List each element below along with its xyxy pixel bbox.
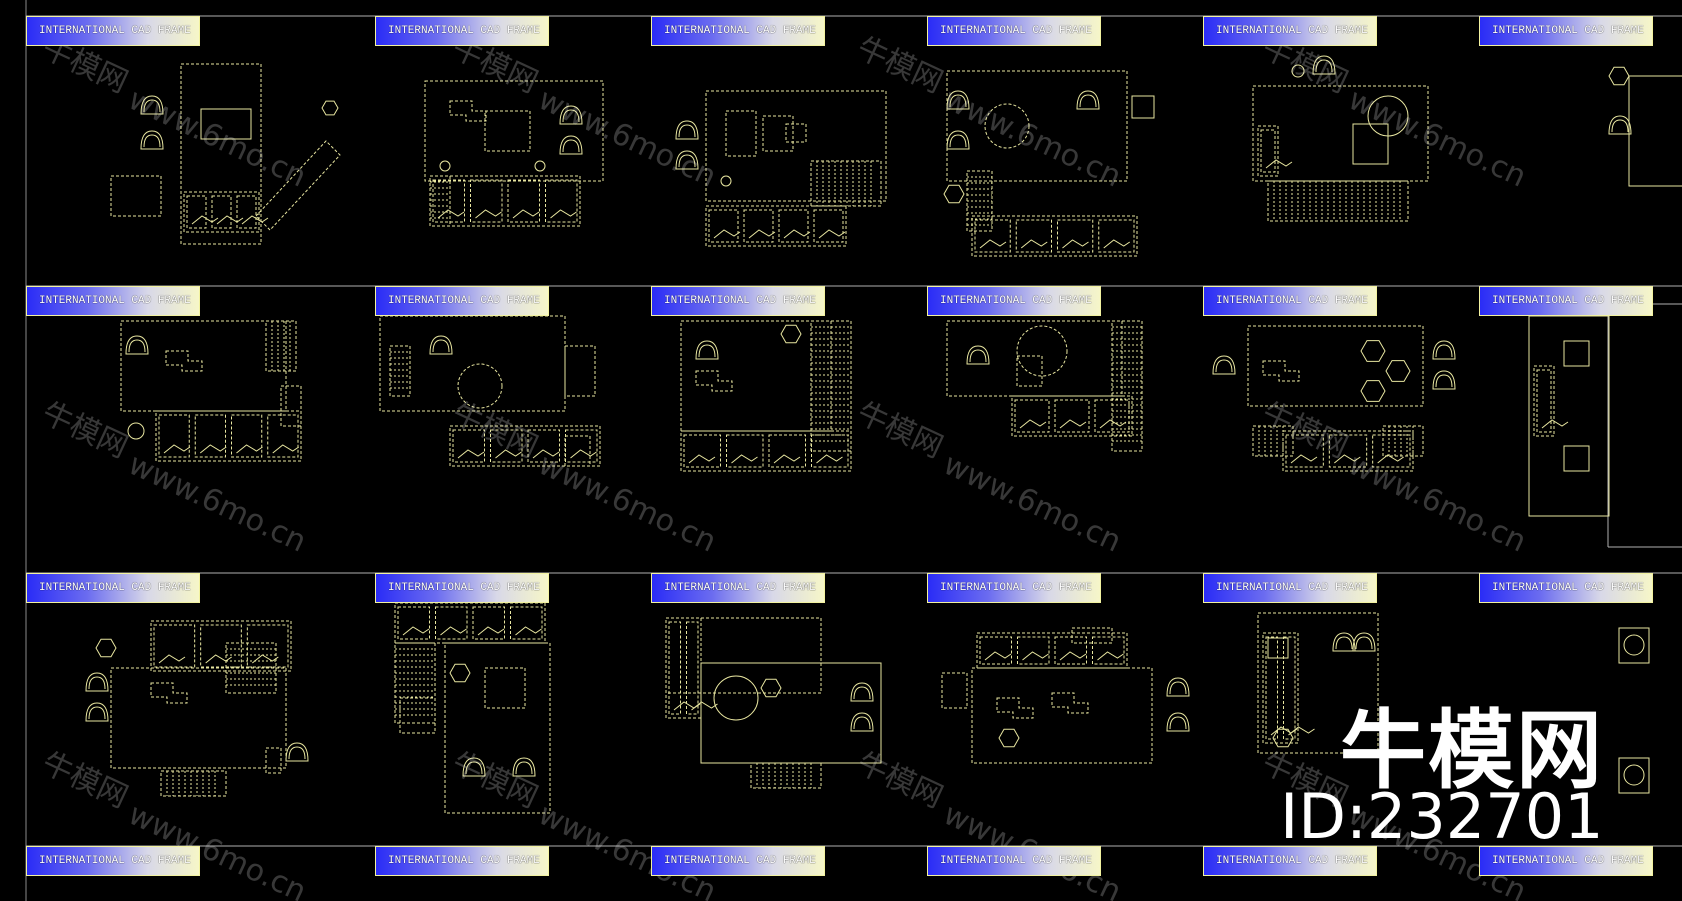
cad-frame-label: INTERNATIONAL CAD FRAME bbox=[375, 286, 549, 316]
cad-frame-label: INTERNATIONAL CAD FRAME bbox=[26, 286, 200, 316]
cad-frame-label: INTERNATIONAL CAD FRAME bbox=[1203, 16, 1377, 46]
watermark-url: www.6mo.cn bbox=[533, 447, 721, 560]
cad-frame-label: INTERNATIONAL CAD FRAME bbox=[1479, 846, 1653, 876]
floor-plan bbox=[1608, 66, 1682, 187]
cad-frame-label: INTERNATIONAL CAD FRAME bbox=[1203, 846, 1377, 876]
cad-frame-label: INTERNATIONAL CAD FRAME bbox=[1479, 573, 1653, 603]
cad-frame-label: INTERNATIONAL CAD FRAME bbox=[927, 846, 1101, 876]
floor-plan bbox=[941, 627, 1190, 764]
cad-frame-label: INTERNATIONAL CAD FRAME bbox=[927, 286, 1101, 316]
watermark-url: www.6mo.cn bbox=[533, 82, 721, 195]
cad-frame-label: INTERNATIONAL CAD FRAME bbox=[26, 573, 200, 603]
watermark-text: 牛模网 bbox=[852, 396, 948, 466]
diagonal-watermarks: 牛模网www.6mo.cn牛模网www.6mo.cn牛模网www.6mo.cn牛… bbox=[37, 31, 1532, 901]
cad-frame-label: INTERNATIONAL CAD FRAME bbox=[1479, 286, 1653, 316]
cad-frame-label: INTERNATIONAL CAD FRAME bbox=[375, 846, 549, 876]
cad-frame-label: INTERNATIONAL CAD FRAME bbox=[375, 16, 549, 46]
watermark-text: 牛模网 bbox=[852, 746, 948, 816]
floor-plan bbox=[1528, 315, 1610, 517]
cad-frame-label: INTERNATIONAL CAD FRAME bbox=[1203, 573, 1377, 603]
watermark-text: 牛模网 bbox=[37, 396, 133, 466]
cad-frame-label: INTERNATIONAL CAD FRAME bbox=[651, 846, 825, 876]
floor-plan bbox=[1618, 627, 1650, 794]
floor-plan bbox=[1252, 55, 1429, 222]
watermark-url: www.6mo.cn bbox=[123, 447, 311, 560]
floor-plan bbox=[394, 602, 551, 814]
floor-plan bbox=[1212, 325, 1456, 472]
cad-frame-label: INTERNATIONAL CAD FRAME bbox=[651, 16, 825, 46]
floor-plan-drawings bbox=[85, 55, 1682, 814]
floor-plan bbox=[675, 90, 887, 247]
watermark-brand-large: 牛模网 bbox=[1340, 701, 1604, 801]
floor-plan bbox=[120, 320, 302, 462]
watermark-url: www.6mo.cn bbox=[1343, 82, 1531, 195]
watermark-text: 牛模网 bbox=[447, 396, 543, 466]
watermark-text: 牛模网 bbox=[447, 746, 543, 816]
cad-frame-label: INTERNATIONAL CAD FRAME bbox=[375, 573, 549, 603]
cad-frame-label: INTERNATIONAL CAD FRAME bbox=[927, 16, 1101, 46]
cad-frame-label: INTERNATIONAL CAD FRAME bbox=[26, 846, 200, 876]
watermark-url: www.6mo.cn bbox=[1343, 447, 1531, 560]
cad-frame-label: INTERNATIONAL CAD FRAME bbox=[1479, 16, 1653, 46]
floor-plan bbox=[665, 617, 882, 789]
floor-plan bbox=[379, 315, 601, 467]
cad-frame-label: INTERNATIONAL CAD FRAME bbox=[651, 286, 825, 316]
watermark-url: www.6mo.cn bbox=[938, 447, 1126, 560]
watermark-id: ID:232701 bbox=[1280, 780, 1604, 853]
floor-plan bbox=[680, 320, 852, 472]
floor-plan bbox=[85, 620, 309, 797]
floor-plan bbox=[110, 63, 341, 245]
cad-frame-label: INTERNATIONAL CAD FRAME bbox=[651, 573, 825, 603]
watermark-url: www.6mo.cn bbox=[123, 82, 311, 195]
floor-plan bbox=[943, 70, 1155, 257]
cad-frame-label: INTERNATIONAL CAD FRAME bbox=[26, 16, 200, 46]
floor-plan bbox=[1257, 612, 1379, 754]
cad-frame-label: INTERNATIONAL CAD FRAME bbox=[927, 573, 1101, 603]
frame-grid-lines bbox=[25, 0, 1682, 901]
watermark-text: 牛模网 bbox=[37, 746, 133, 816]
cad-frame-label: INTERNATIONAL CAD FRAME bbox=[1203, 286, 1377, 316]
floor-plan bbox=[424, 80, 604, 227]
floor-plan bbox=[946, 320, 1143, 452]
